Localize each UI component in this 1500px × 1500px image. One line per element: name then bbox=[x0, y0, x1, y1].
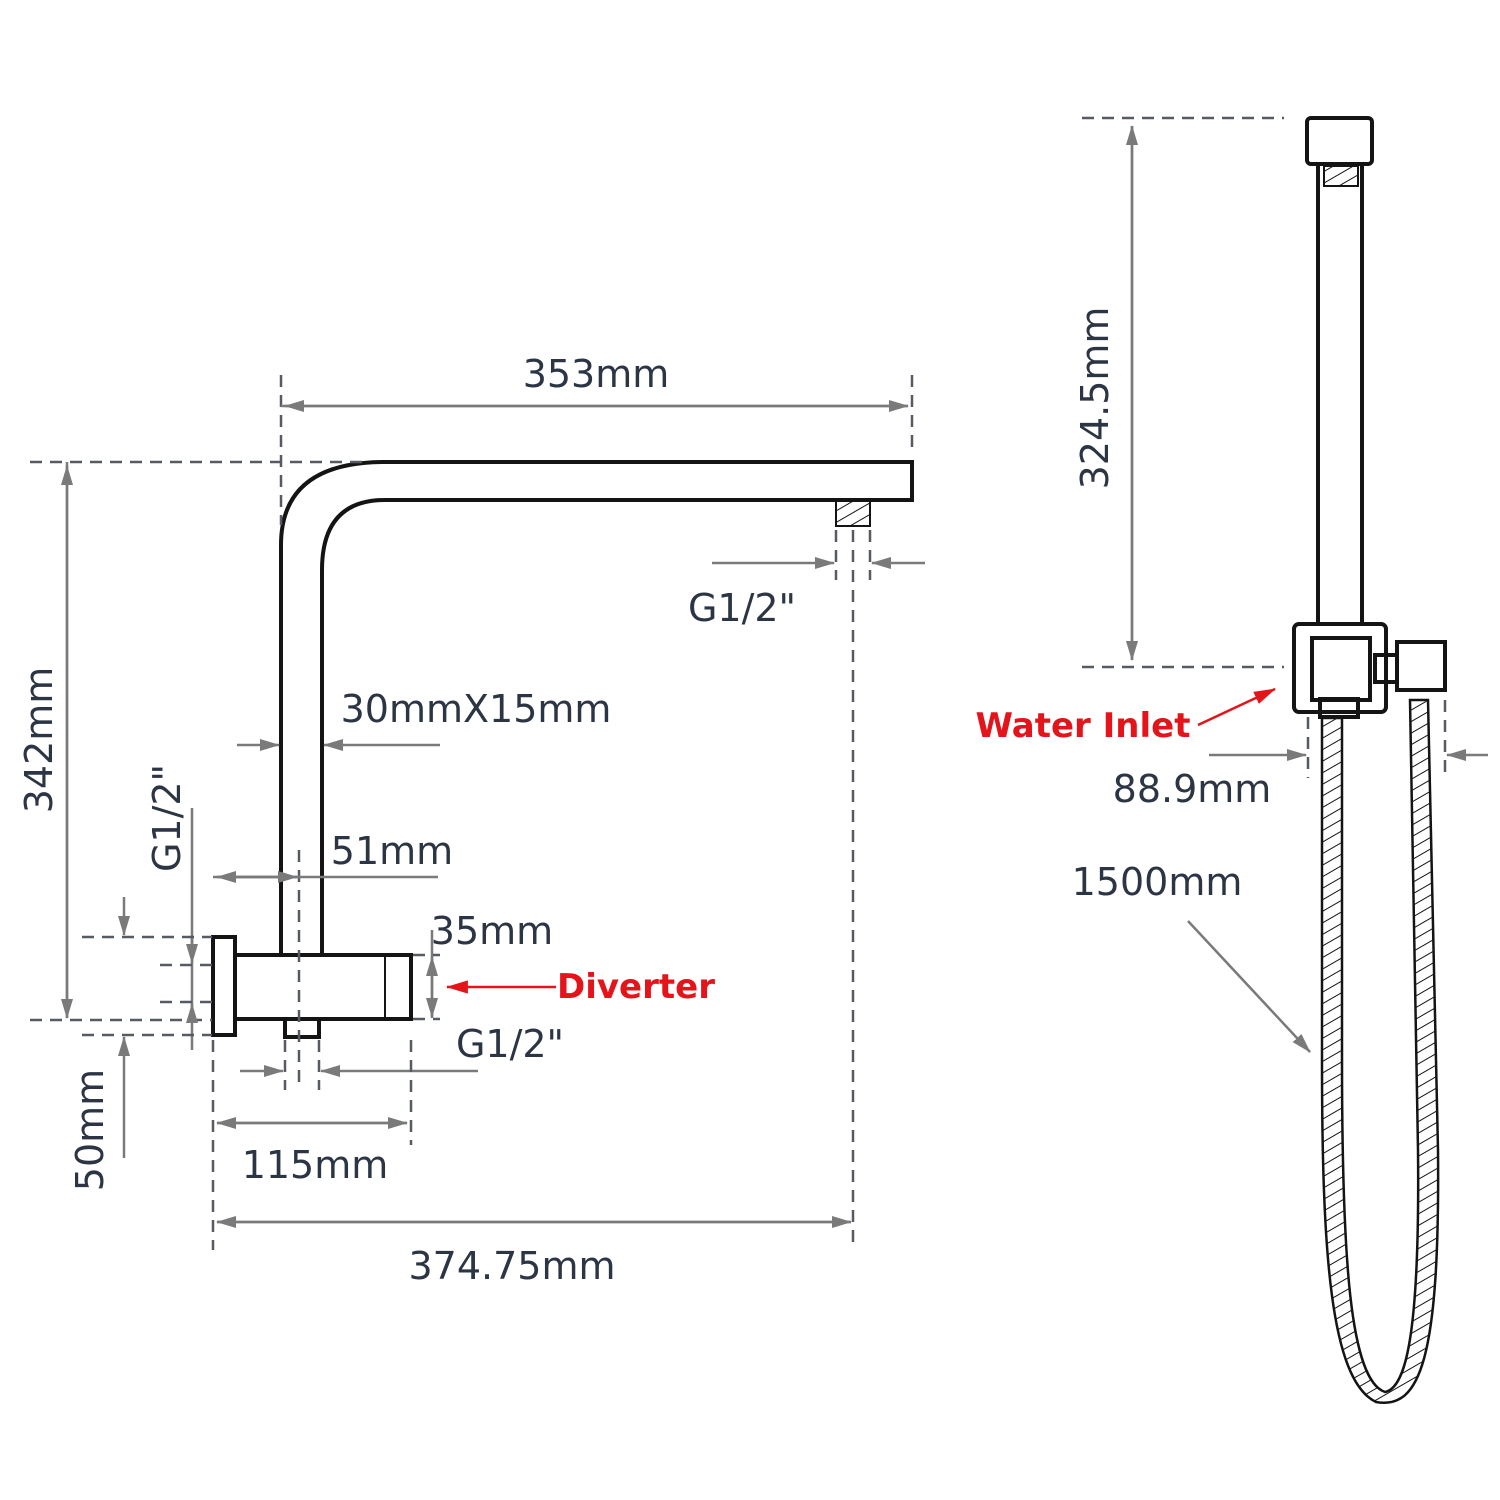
diverter-body bbox=[233, 953, 413, 1021]
top-cap bbox=[1305, 116, 1374, 166]
hose-length-label: 1500mm bbox=[1072, 860, 1243, 904]
arm-height-label: 342mm bbox=[17, 667, 61, 814]
cap-thread bbox=[1323, 165, 1359, 187]
arm-width-label: 353mm bbox=[523, 352, 670, 396]
total-width-label: 374.75mm bbox=[409, 1244, 616, 1288]
holder-body bbox=[1292, 622, 1388, 714]
side-thread-label: G1/2" bbox=[145, 764, 189, 872]
diverter-height-label: 35mm bbox=[431, 909, 553, 953]
holder-inner bbox=[1310, 636, 1372, 702]
arm-outer-outline bbox=[279, 460, 914, 955]
shower-hose bbox=[1320, 698, 1440, 1405]
holder-width-label: 88.9mm bbox=[1113, 767, 1272, 811]
arm-section-label: 30mmX15mm bbox=[341, 687, 612, 731]
wall-plate bbox=[211, 935, 237, 1037]
offset-label: 51mm bbox=[331, 829, 453, 873]
shower-arm-drawing: 353mm 342mm G1/2" 30mmX15mm 51mm G1/2" 3… bbox=[17, 352, 925, 1288]
bottom-thread-label: G1/2" bbox=[456, 1022, 564, 1066]
water-inlet-label: Water Inlet bbox=[976, 706, 1191, 746]
slide-bar-drawing: 324.5mm Water Inlet 88.9mm 1500mm bbox=[976, 116, 1488, 1405]
water-inlet-arrow bbox=[1197, 687, 1276, 727]
diverter-label: Diverter bbox=[557, 967, 715, 1007]
base-width-label: 115mm bbox=[242, 1143, 389, 1187]
outlet-thread bbox=[835, 499, 871, 527]
slide-bar-height-label: 324.5mm bbox=[1073, 307, 1117, 490]
base-height-label: 50mm bbox=[68, 1069, 112, 1191]
holder-cradle bbox=[1395, 640, 1447, 692]
outlet-thread-label: G1/2" bbox=[688, 586, 796, 630]
bottom-connector bbox=[283, 1017, 321, 1039]
